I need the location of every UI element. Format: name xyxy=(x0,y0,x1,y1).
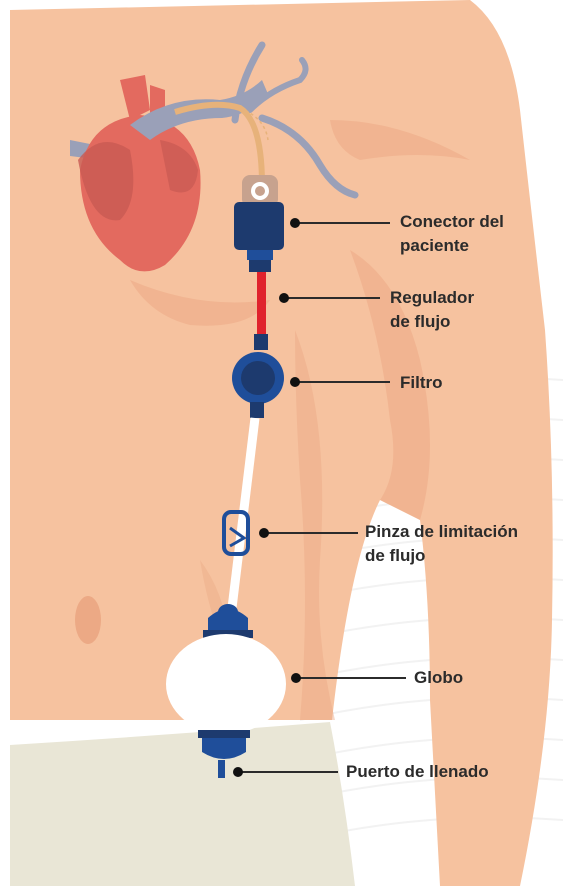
label-fill-port: Puerto de llenado xyxy=(346,760,489,784)
label-patient-connector: Conector del paciente xyxy=(400,210,504,258)
label-balloon: Globo xyxy=(414,666,463,690)
label-flow-limit-clamp: Pinza de limitación de flujo xyxy=(365,520,518,568)
label-filter: Filtro xyxy=(400,371,443,395)
regulator-end-cap xyxy=(254,334,268,350)
label-flow-regulator: Regulador de flujo xyxy=(390,286,474,334)
navel xyxy=(75,596,101,644)
flow-regulator-tube xyxy=(257,272,266,336)
fill-port xyxy=(218,760,225,778)
pants xyxy=(10,722,355,886)
